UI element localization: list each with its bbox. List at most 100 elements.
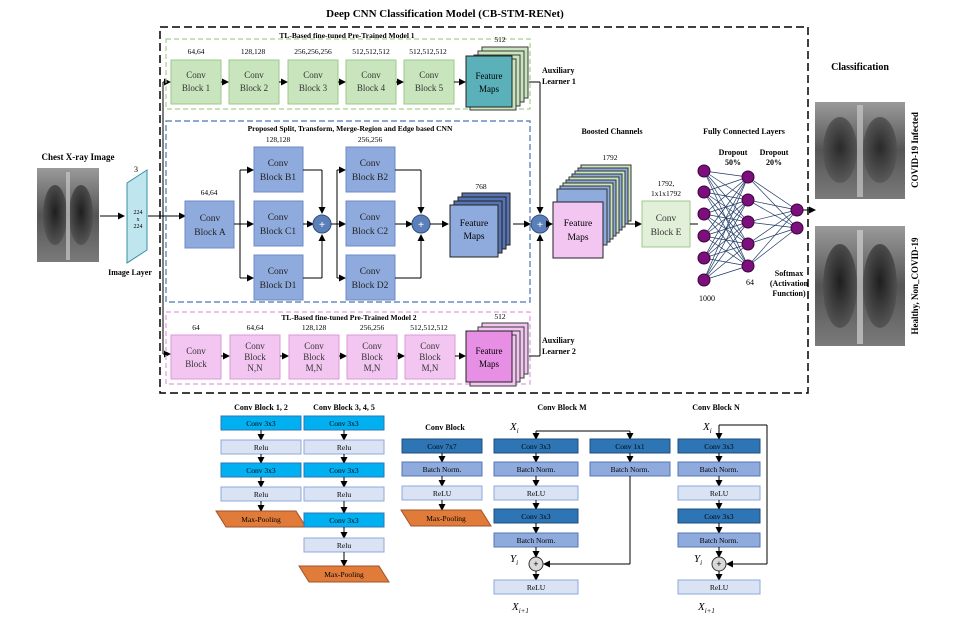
svg-text:Xi+1: Xi+1: [511, 601, 529, 615]
fc-node-1000: [697, 185, 711, 199]
fc-network: [690, 164, 804, 287]
fc-connection: [703, 176, 749, 237]
svg-text:Maps: Maps: [479, 84, 499, 94]
tl1-block-1: 64,64 Conv Block 1: [170, 47, 222, 105]
svg-text:512,512,512: 512,512,512: [410, 323, 448, 332]
legend-cb-title: Conv Block: [425, 423, 465, 432]
svg-text:64,64: 64,64: [188, 47, 205, 56]
svg-text:Yi: Yi: [694, 553, 702, 567]
fc-connection: [747, 209, 798, 223]
svg-text:Block: Block: [303, 352, 325, 362]
svg-text:Block: Block: [361, 352, 383, 362]
fc-connection: [703, 170, 749, 201]
fc-node-1000: [697, 273, 711, 287]
fc-node-1000: [697, 251, 711, 265]
class-covid-label: COVID-19 Infected: [910, 112, 920, 188]
svg-text:Feature: Feature: [460, 219, 489, 229]
svg-text:128,128: 128,128: [302, 323, 327, 332]
svg-text:Block E: Block E: [651, 228, 682, 238]
svg-text:1792: 1792: [603, 153, 618, 162]
svg-text:+: +: [537, 219, 543, 231]
split-cnn-frame: [165, 120, 531, 303]
svg-text:64,64: 64,64: [247, 323, 264, 332]
svg-text:Conv 3x3: Conv 3x3: [704, 442, 734, 451]
tl-model-1-frame: [165, 38, 531, 110]
fc-node-64: [741, 170, 755, 184]
svg-text:ReLU: ReLU: [527, 583, 546, 592]
svg-text:64,64: 64,64: [201, 188, 218, 197]
tl1-feature-maps: 512 Feature Maps: [465, 35, 529, 111]
fc-1000-label: 1000: [699, 294, 715, 303]
svg-text:ReLU: ReLU: [433, 489, 452, 498]
svg-text:512: 512: [494, 35, 506, 44]
legend-cbm: Xi Conv 3x3 Batch Norm. ReLU Conv 3x3 Ba…: [493, 421, 671, 615]
fc-connection: [703, 176, 749, 215]
tl-model-2-frame: [165, 311, 531, 385]
diagram-title: Deep CNN Classification Model (CB-STM-RE…: [326, 8, 564, 20]
tl2-block-4: 256,256 Conv Block M,N: [346, 323, 398, 380]
tl2-block-3: 128,128 Conv Block M,N: [288, 323, 340, 380]
input-channels: 3: [134, 165, 138, 174]
conv-block-b1: 128,128 Conv Block B1: [253, 135, 304, 193]
svg-text:+: +: [319, 219, 325, 231]
svg-text:Conv: Conv: [419, 70, 439, 80]
svg-text:+: +: [418, 219, 424, 231]
svg-text:Block: Block: [419, 352, 441, 362]
svg-text:Maps: Maps: [463, 232, 484, 242]
svg-text:ReLU: ReLU: [527, 489, 546, 498]
aux-learner-1-line-2: Learner 1: [542, 77, 576, 86]
svg-text:ReLU: ReLU: [710, 583, 729, 592]
dropout-1-value: 50%: [725, 158, 741, 167]
fc-connection: [703, 176, 749, 193]
legend-cbn: Xi Conv 3x3 Batch Norm. ReLU Conv 3x3 Ba…: [677, 421, 768, 615]
image-layer-label: Image Layer: [108, 268, 152, 277]
svg-text:Conv 3x3: Conv 3x3: [329, 466, 359, 475]
legend-cb12: Conv 3x3 Relu Conv 3x3 Relu Max-Pooling: [215, 415, 307, 528]
svg-text:M,N: M,N: [306, 363, 323, 373]
dropout-1-label: Dropout: [719, 148, 748, 157]
merge-add-1: +: [312, 214, 332, 234]
svg-text:Block D2: Block D2: [352, 281, 389, 291]
classification-title: Classification: [831, 62, 889, 73]
aux-learner-2-line-1: Auxiliary: [542, 336, 574, 345]
svg-text:Block D1: Block D1: [260, 281, 297, 291]
tl2-feature-maps: 512 Feature Maps: [465, 312, 529, 387]
svg-text:M,N: M,N: [422, 363, 439, 373]
svg-text:Conv: Conv: [244, 70, 264, 80]
svg-text:Relu: Relu: [254, 490, 268, 499]
svg-text:Conv 3x3: Conv 3x3: [329, 516, 359, 525]
svg-text:M,N: M,N: [364, 363, 381, 373]
svg-text:Batch Norm.: Batch Norm.: [423, 465, 462, 474]
legend-cb12-title: Conv Block 1, 2: [234, 403, 288, 412]
svg-text:Xi: Xi: [702, 421, 712, 435]
svg-text:Conv: Conv: [186, 70, 206, 80]
svg-text:Block: Block: [244, 352, 266, 362]
fc-connection: [703, 191, 749, 201]
svg-text:Conv 3x3: Conv 3x3: [246, 419, 276, 428]
legend-cb345: Conv 3x3 Relu Conv 3x3 Relu Conv 3x3 Rel…: [298, 415, 390, 583]
svg-text:Relu: Relu: [337, 541, 351, 550]
svg-text:Block B1: Block B1: [260, 173, 296, 183]
svg-text:Conv: Conv: [200, 214, 221, 224]
svg-text:Block 4: Block 4: [357, 83, 386, 93]
svg-text:256,256: 256,256: [358, 135, 383, 144]
softmax-node: [790, 221, 804, 235]
tl-model-1-title: TL-Based fine-tuned Pre-Trained Model 1: [279, 31, 414, 40]
svg-text:Relu: Relu: [337, 443, 351, 452]
svg-text:Conv: Conv: [268, 159, 289, 169]
svg-text:Conv 3x3: Conv 3x3: [521, 442, 551, 451]
split-feature-maps: 768 Feature Maps: [449, 182, 511, 258]
svg-text:1x1x1792: 1x1x1792: [651, 189, 681, 198]
fc-connection: [703, 265, 749, 281]
svg-text:Max-Pooling: Max-Pooling: [426, 514, 466, 523]
svg-text:512,512,512: 512,512,512: [409, 47, 447, 56]
legend-cbm-title: Conv Block M: [537, 403, 587, 412]
svg-text:Batch Norm.: Batch Norm.: [611, 465, 650, 474]
conv-block-b2: 256,256 Conv Block B2: [345, 135, 396, 193]
svg-text:Conv: Conv: [245, 341, 265, 351]
tl1-block-4: 512,512,512 Conv Block 4: [345, 47, 397, 105]
svg-text:Conv: Conv: [268, 213, 289, 223]
svg-text:Block 3: Block 3: [299, 83, 328, 93]
input-size-3: 224: [134, 224, 143, 230]
svg-text:Conv: Conv: [360, 159, 381, 169]
